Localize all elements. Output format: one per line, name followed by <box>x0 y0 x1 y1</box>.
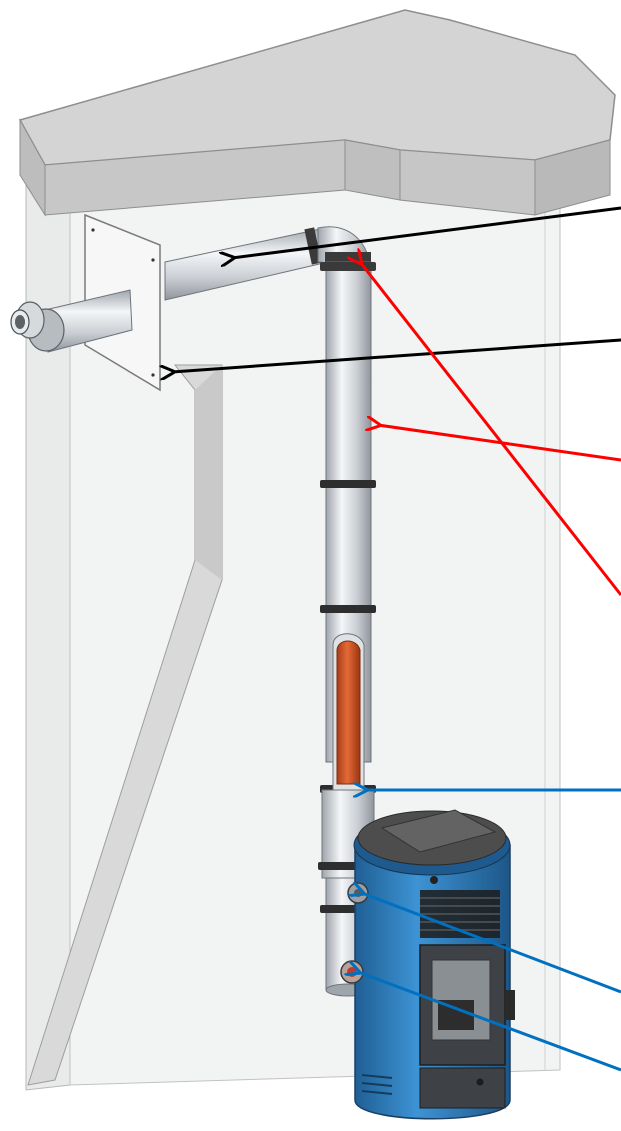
callout-7-arrow <box>358 972 621 1072</box>
callout-1-arrow <box>232 206 621 258</box>
ceiling-slab <box>18 9 616 217</box>
callout-6-arrow <box>362 893 621 994</box>
callout-arrows <box>172 206 621 1072</box>
stove-door <box>419 944 515 1066</box>
callout-3-arrow <box>378 425 621 462</box>
pellet-stove <box>340 809 515 1120</box>
callout-4-arrow <box>360 262 621 596</box>
callout-2-arrow <box>172 338 621 372</box>
horizontal-terminal-pipe <box>10 227 329 353</box>
inner-flue-liner <box>332 633 365 791</box>
